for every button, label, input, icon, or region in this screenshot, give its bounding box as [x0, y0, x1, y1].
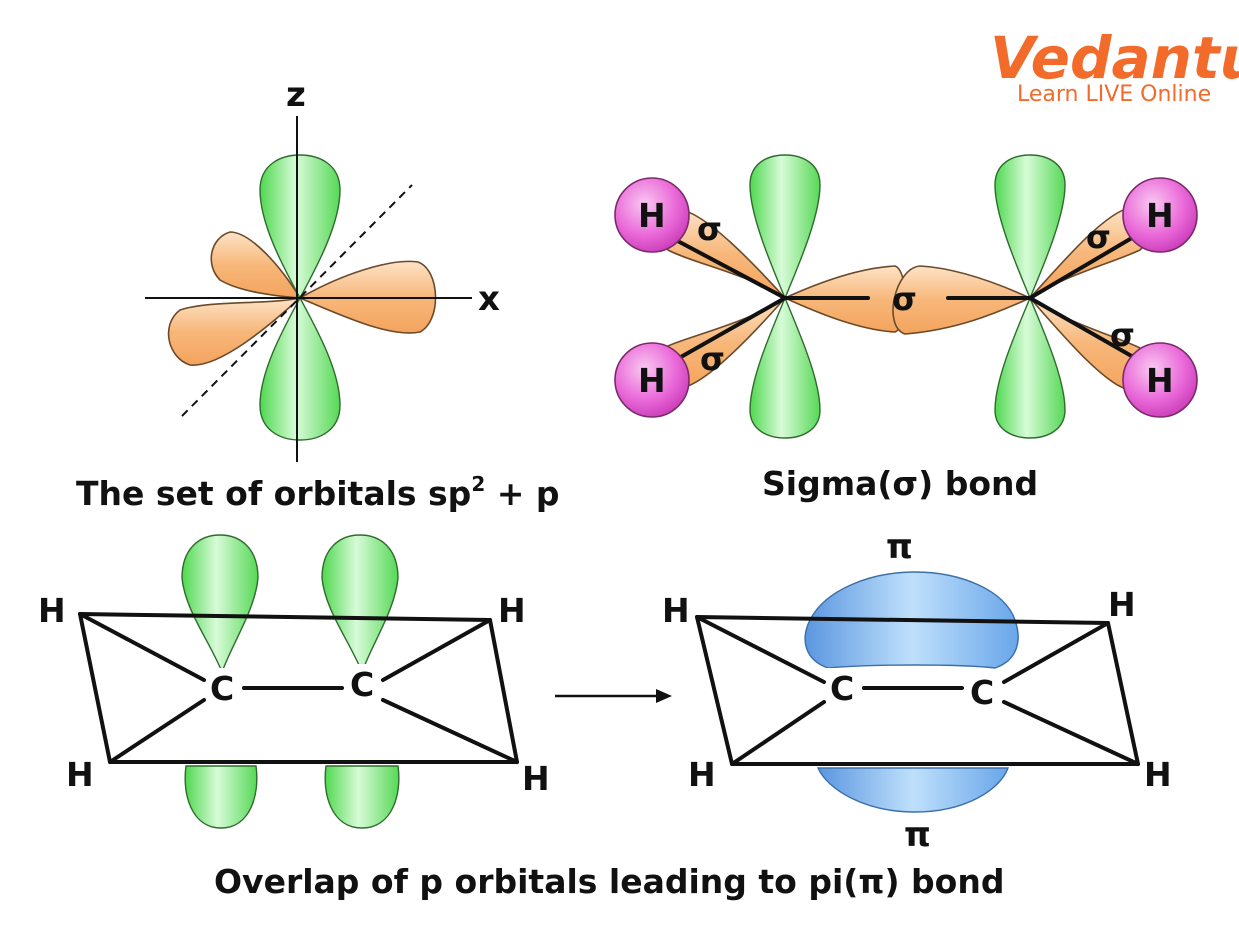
c-atom-label: C: [970, 673, 994, 712]
vedantu-logo[interactable]: Vedantu Learn LIVE Online: [990, 24, 1239, 107]
ch-bond: [78, 612, 206, 682]
c-atom-bg: [966, 672, 1000, 710]
p-lobe-top-c1: [181, 534, 259, 674]
ch-bond: [695, 615, 826, 684]
reaction-arrow: [555, 689, 672, 703]
c-atom-label: C: [210, 669, 234, 708]
ch-bond-upper-left: [670, 236, 787, 300]
h-atom: [1122, 342, 1198, 418]
h-atom-label: H: [66, 755, 94, 794]
sp2-caption: The set of orbitals sp2 + p: [76, 472, 559, 513]
sigma-bond-diagram: H H H H σ σ σ σ σ Sigma(σ) bond: [614, 154, 1198, 503]
pi-cloud-bottom: [816, 767, 1010, 813]
h-atom-label: H: [1108, 585, 1136, 624]
sp2-caption-main: The set of orbitals sp: [76, 474, 471, 513]
h-atom-label: H: [1144, 755, 1172, 794]
pi-label-bottom: π: [904, 815, 931, 855]
sigma-label: σ: [1110, 316, 1135, 354]
c-atom-bg: [346, 664, 380, 702]
ethene-p-orbitals: C C H H H H: [38, 534, 550, 829]
c-atom-label: C: [830, 669, 854, 708]
c-atom-label: C: [350, 665, 374, 704]
sp2-orbital-set: z x The set of orbitals sp2 + p: [76, 75, 559, 513]
ch-bond-lower-right: [1028, 296, 1144, 364]
ch-bond: [381, 698, 519, 764]
h-atom-label: H: [662, 591, 690, 630]
x-axis-label: x: [478, 279, 500, 319]
p-lobe-top-left-c: [749, 154, 821, 300]
sp2-caption-sup: 2: [471, 472, 485, 496]
h-atom-label: H: [1146, 196, 1174, 235]
y-axis-dashed: [181, 184, 413, 417]
h-atom-label: H: [38, 591, 66, 630]
sp2-caption-tail: + p: [485, 474, 559, 513]
p-lobe-bottom-c1: [184, 765, 258, 829]
c-atom-bg: [206, 668, 240, 706]
ethene-pi-bond: C C π π H H H H: [662, 527, 1172, 855]
p-lobe-bottom-left-c: [749, 296, 821, 439]
ch-bond: [1002, 700, 1140, 766]
h-atom: [1122, 177, 1198, 253]
p-lobe-top: [259, 154, 341, 300]
logo-tagline: Learn LIVE Online: [1017, 82, 1211, 107]
logo-brand: Vedantu: [990, 24, 1239, 92]
c-atom-bg: [826, 668, 860, 706]
sp2-lobe-left: [167, 296, 303, 366]
ch-bond-lower-left: [670, 296, 787, 364]
pi-caption: Overlap of p orbitals leading to pi(π) b…: [214, 862, 1004, 901]
p-lobe-bottom: [259, 296, 341, 441]
ch-bond: [108, 698, 206, 764]
sp2-lobe-back: [210, 231, 302, 299]
p-lobe-top-c2: [321, 534, 399, 674]
z-axis-label: z: [286, 75, 306, 115]
sigma-label: σ: [1086, 218, 1111, 256]
p-lobe-top-right-c: [994, 154, 1066, 300]
h-atom-label: H: [638, 361, 666, 400]
h-atom-label: H: [688, 755, 716, 794]
h-atom: [614, 177, 690, 253]
p-lobe-bottom-c2: [324, 765, 400, 829]
sigma-label: σ: [892, 280, 917, 318]
ch-bond-upper-right: [1028, 230, 1144, 300]
ch-bond: [381, 618, 492, 682]
sigma-label: σ: [700, 340, 725, 378]
ch-bond: [1002, 621, 1110, 684]
ch-bond: [730, 700, 826, 766]
sigma-label: σ: [697, 210, 722, 248]
sigma-caption: Sigma(σ) bond: [762, 464, 1038, 503]
h-atom-label: H: [522, 759, 550, 798]
h-atom-label: H: [638, 196, 666, 235]
p-lobe-bottom-right-c: [994, 296, 1066, 439]
h-atom-label: H: [1146, 361, 1174, 400]
h-atom-label: H: [498, 591, 526, 630]
h-atom: [614, 342, 690, 418]
pi-label-top: π: [886, 527, 913, 567]
